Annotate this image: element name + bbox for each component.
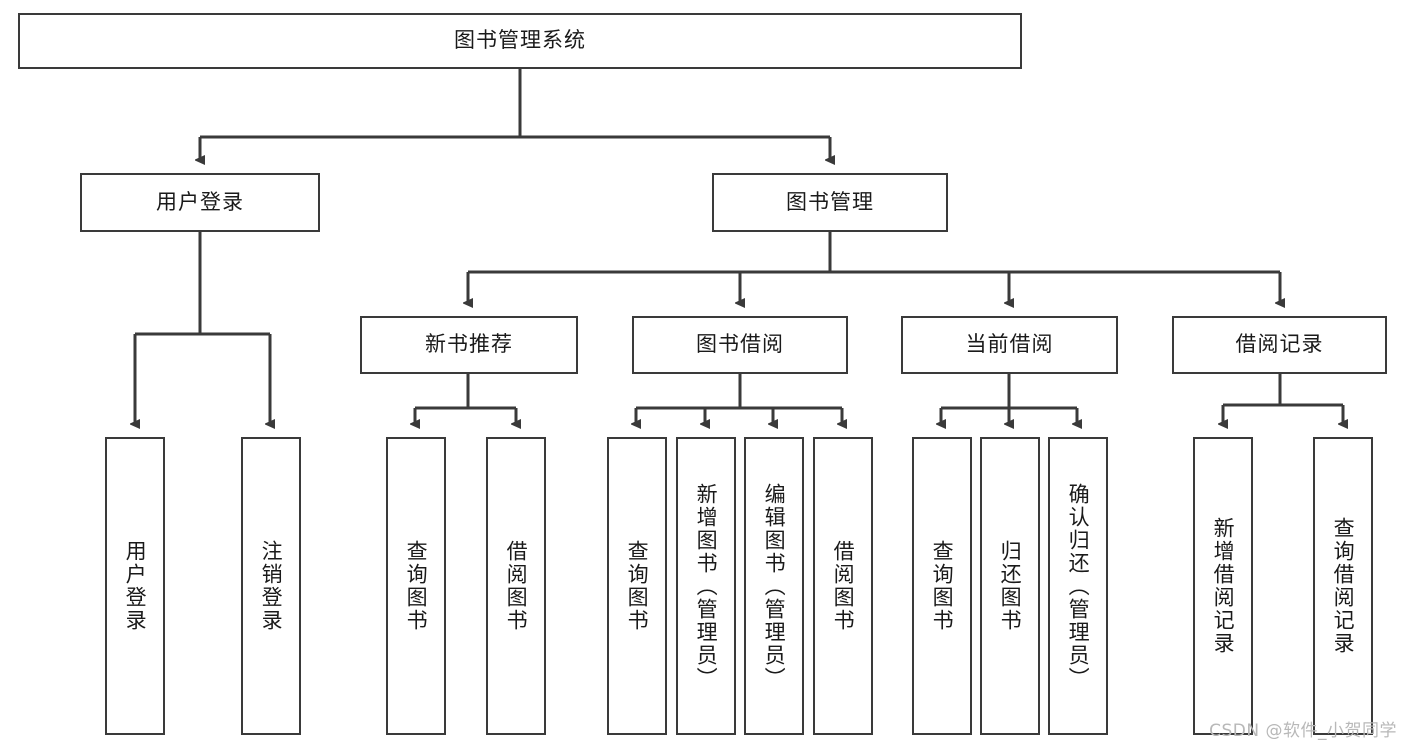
node-new-book-recommend[interactable]: 新书推荐 [360, 316, 578, 374]
node-label: 查询图书 [404, 540, 429, 632]
node-leaf-borrow-book-1[interactable]: 借阅图书 [486, 437, 546, 735]
node-label: 用户登录 [156, 189, 244, 214]
node-label: 查询图书 [930, 540, 955, 632]
node-label: 借阅图书 [504, 540, 529, 632]
node-leaf-borrow-book-2[interactable]: 借阅图书 [813, 437, 873, 735]
node-current-borrow[interactable]: 当前借阅 [901, 316, 1118, 374]
node-leaf-logout-login[interactable]: 注销登录 [241, 437, 301, 735]
node-leaf-add-record[interactable]: 新增借阅记录 [1193, 437, 1253, 735]
node-label: 查询图书 [625, 540, 650, 632]
node-label: 注销登录 [259, 540, 284, 632]
node-label: 新增借阅记录 [1211, 517, 1236, 655]
node-book-borrow[interactable]: 图书借阅 [632, 316, 848, 374]
node-label: 确认归还（管理员） [1066, 482, 1091, 690]
node-label: 图书管理 [786, 189, 874, 214]
node-root-book-management-system[interactable]: 图书管理系统 [18, 13, 1022, 69]
node-leaf-query-book-2[interactable]: 查询图书 [607, 437, 667, 735]
node-leaf-return-book[interactable]: 归还图书 [980, 437, 1040, 735]
node-leaf-query-book-1[interactable]: 查询图书 [386, 437, 446, 735]
node-leaf-query-record[interactable]: 查询借阅记录 [1313, 437, 1373, 735]
node-label: 新书推荐 [425, 332, 513, 357]
node-label: 用户登录 [123, 540, 148, 632]
node-borrow-record[interactable]: 借阅记录 [1172, 316, 1387, 374]
node-book-management[interactable]: 图书管理 [712, 173, 948, 232]
node-label: 编辑图书（管理员） [762, 482, 787, 690]
node-leaf-user-login[interactable]: 用户登录 [105, 437, 165, 735]
node-label: 图书借阅 [696, 332, 784, 357]
node-label: 归还图书 [998, 540, 1023, 632]
node-label: 借阅图书 [831, 540, 856, 632]
node-label: 新增图书（管理员） [694, 482, 719, 690]
node-label: 当前借阅 [965, 332, 1054, 357]
node-user-login[interactable]: 用户登录 [80, 173, 320, 232]
node-leaf-add-book[interactable]: 新增图书（管理员） [676, 437, 736, 735]
node-leaf-edit-book[interactable]: 编辑图书（管理员） [744, 437, 804, 735]
node-leaf-confirm-return[interactable]: 确认归还（管理员） [1048, 437, 1108, 735]
node-label: 查询借阅记录 [1331, 517, 1356, 655]
node-label: 借阅记录 [1235, 332, 1324, 357]
node-label: 图书管理系统 [454, 28, 586, 53]
node-leaf-query-book-3[interactable]: 查询图书 [912, 437, 972, 735]
